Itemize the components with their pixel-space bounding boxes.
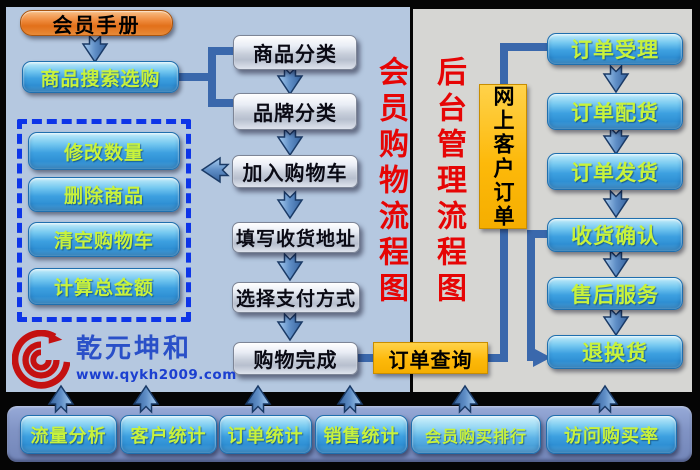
arrowhead-into-return bbox=[533, 348, 551, 367]
stat-member-purchase-ranking-box: 会员购买排行 bbox=[411, 415, 541, 454]
cart-op-delete-item-box: 删除商品 bbox=[28, 177, 180, 212]
company-logo: 乾元坤和 www.qykh2009.com bbox=[12, 330, 237, 390]
arrow-address-to-payment bbox=[277, 253, 303, 281]
company-name: 乾元坤和 bbox=[76, 334, 193, 364]
connector-query-to-online-order bbox=[488, 228, 508, 362]
member-flow-title: 会员购物流程图 bbox=[373, 56, 408, 308]
connector-online-order-to-accept bbox=[500, 43, 548, 85]
arrow-accept-to-allocate bbox=[603, 65, 629, 93]
arrow-ship-to-confirm bbox=[603, 190, 629, 218]
arrow-allocate-to-ship bbox=[603, 127, 629, 155]
order-query-box: 订单查询 bbox=[373, 342, 488, 374]
arrow-cart-to-address bbox=[277, 191, 303, 219]
backend-flow-panel bbox=[413, 9, 692, 392]
arrow-stat-sales-up bbox=[337, 385, 363, 413]
product-search-box: 商品搜索选购 bbox=[22, 61, 179, 93]
cart-operations-group-border bbox=[17, 119, 191, 322]
after-sales-service-box: 售后服务 bbox=[547, 277, 683, 310]
dragon-spiral-logo-icon bbox=[12, 330, 70, 389]
member-handbook-box: 会员手册 bbox=[20, 10, 173, 37]
payment-method-box: 选择支付方式 bbox=[232, 282, 360, 313]
arrow-cart-to-cartops bbox=[201, 157, 229, 183]
receipt-confirm-box: 收货确认 bbox=[547, 218, 683, 252]
connector-confirm-to-return bbox=[527, 230, 548, 361]
stat-customer-stats-box: 客户统计 bbox=[120, 415, 217, 454]
arrow-stat-visit-up bbox=[592, 385, 618, 413]
stat-sales-stats-box: 销售统计 bbox=[315, 415, 408, 454]
cart-op-empty-cart-box: 清空购物车 bbox=[28, 222, 180, 257]
brand-category-box: 品牌分类 bbox=[233, 93, 357, 130]
order-accept-box: 订单受理 bbox=[547, 33, 683, 65]
add-to-cart-box: 加入购物车 bbox=[232, 155, 358, 188]
arrow-stat-ranking-up bbox=[452, 385, 478, 413]
order-allocate-box: 订单配货 bbox=[547, 93, 683, 130]
stat-visit-purchase-rate-box: 访问购买率 bbox=[546, 415, 677, 454]
return-exchange-box: 退换货 bbox=[547, 335, 683, 369]
connector-category-bracket bbox=[208, 47, 233, 107]
arrow-brand-to-cart bbox=[277, 128, 303, 156]
arrow-payment-to-complete bbox=[277, 313, 303, 341]
stat-order-stats-box: 订单统计 bbox=[219, 415, 312, 454]
arrow-handbook-to-search bbox=[82, 35, 108, 63]
arrow-confirm-to-service bbox=[603, 250, 629, 278]
product-category-box: 商品分类 bbox=[233, 35, 357, 70]
order-ship-box: 订单发货 bbox=[547, 153, 683, 190]
arrow-stat-order-up bbox=[245, 385, 271, 413]
backend-flow-title: 后台管理流程图 bbox=[431, 56, 466, 308]
cart-op-total-amount-box: 计算总金额 bbox=[28, 268, 180, 305]
arrow-category-to-brand bbox=[277, 67, 303, 95]
cart-op-modify-quantity-box: 修改数量 bbox=[28, 132, 180, 170]
stat-traffic-analysis-box: 流量分析 bbox=[20, 415, 117, 454]
shopping-complete-box: 购物完成 bbox=[233, 342, 358, 375]
arrow-service-to-return bbox=[603, 308, 629, 336]
company-website: www.qykh2009.com bbox=[76, 367, 237, 383]
shipping-address-box: 填写收货地址 bbox=[232, 222, 360, 253]
online-customer-order-box: 网上客户订单 bbox=[479, 84, 527, 229]
